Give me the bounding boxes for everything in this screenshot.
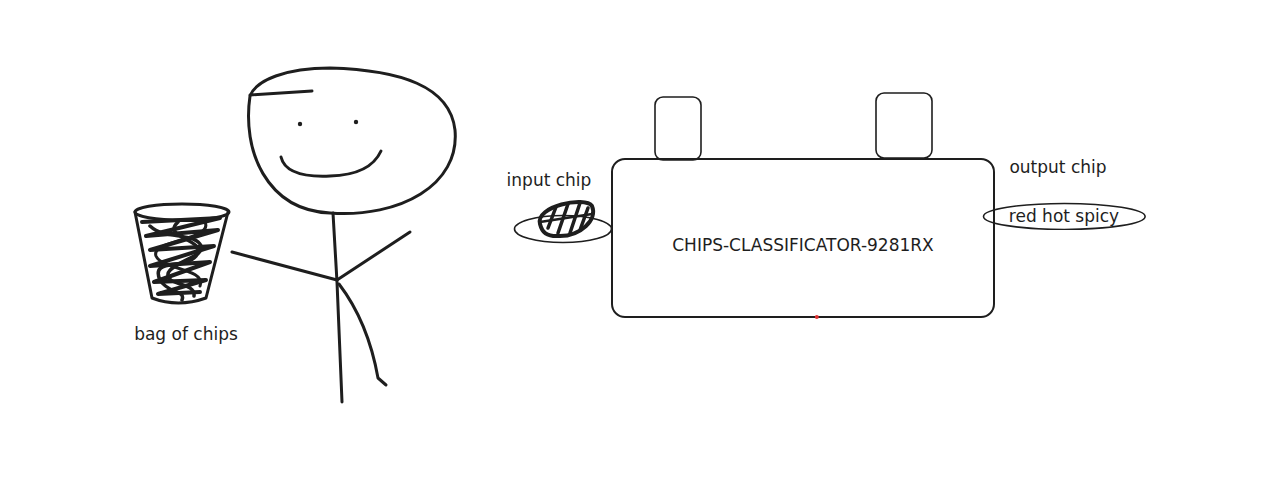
heading-box: input chip [507, 170, 592, 190]
figure-eyes [298, 120, 358, 126]
item-label: bag of chips [134, 324, 238, 344]
classifier-machine: CHIPS-CLASSIFICATOR-9281RX [611, 158, 995, 318]
indicator-dot [815, 315, 819, 319]
figure-leg [339, 284, 386, 385]
plate-outline [513, 214, 613, 244]
chips-bag [135, 204, 229, 303]
label-box: bag of chips [134, 324, 238, 344]
figure-body [333, 213, 342, 402]
classification-result: red hot spicy [1009, 206, 1119, 226]
machine-body: CHIPS-CLASSIFICATOR-9281RX [611, 158, 995, 318]
plate-ellipse [983, 203, 1145, 229]
figure-smile [281, 151, 381, 176]
chip-heading: input chip [507, 170, 592, 190]
figure-arm [232, 252, 337, 280]
chip-heading: output chip [1009, 157, 1106, 177]
chip-drawing [540, 202, 594, 236]
machine-name: CHIPS-CLASSIFICATOR-9281RX [672, 235, 934, 255]
plate-shape: red hot spicy [982, 202, 1147, 231]
machine-tab [876, 93, 932, 158]
plate-shape [513, 214, 613, 244]
figure-head [249, 68, 456, 213]
figure-arm [337, 232, 410, 280]
plate-ellipse [515, 215, 612, 242]
output-plate: output chip red hot spicy [982, 157, 1147, 231]
heading-box: output chip [1009, 157, 1106, 177]
machine-tab [655, 97, 701, 160]
input-plate: input chip [507, 170, 613, 244]
figure-hair [250, 91, 312, 95]
